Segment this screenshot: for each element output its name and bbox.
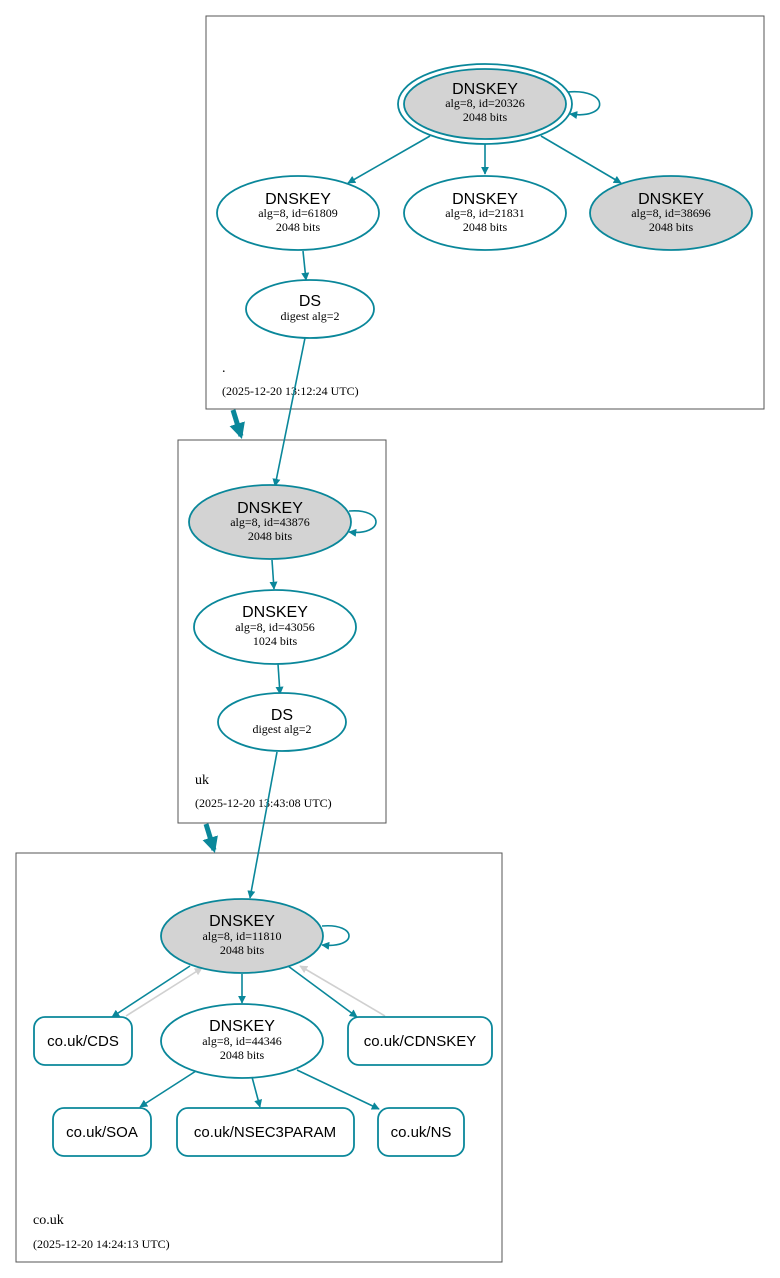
edge-cdnskey-to-ksk-grey — [299, 965, 386, 1017]
node-title: DNSKEY — [638, 191, 704, 208]
edge-uk-zsk-ds — [275, 663, 284, 695]
node-alg-id: alg=8, id=44346 — [202, 1034, 282, 1048]
node-alg-id: alg=8, id=43876 — [230, 515, 310, 529]
zone-root: . (2025-12-20 13:12:24 UTC) — [205, 15, 765, 410]
dnskey-node-root-21831[interactable]: DNSKEY alg=8, id=21831 2048 bits — [403, 175, 567, 251]
zone-uk: uk (2025-12-20 13:43:08 UTC) — [177, 439, 387, 824]
node-title: DS — [271, 707, 293, 724]
edge-root-ksk-zsk3 — [540, 135, 622, 184]
rrset-label: co.uk/CDS — [47, 1033, 119, 1050]
ds-node-root[interactable]: DS digest alg=2 — [245, 279, 375, 339]
edge-uk-ksk-zsk — [269, 559, 278, 590]
node-bits: 2048 bits — [649, 220, 694, 234]
rrset-label: co.uk/NS — [391, 1124, 452, 1141]
node-bits: 2048 bits — [463, 110, 508, 124]
zone-root-timestamp: (2025-12-20 13:12:24 UTC) — [222, 384, 359, 398]
edge-cds-to-ksk-grey — [125, 967, 203, 1017]
node-alg-id: alg=8, id=21831 — [445, 206, 525, 220]
edge-couk-ksk-self — [321, 925, 350, 950]
node-digest: digest alg=2 — [252, 722, 311, 736]
node-digest: digest alg=2 — [280, 309, 339, 323]
zone-uk-timestamp: (2025-12-20 13:43:08 UTC) — [195, 796, 332, 810]
zone-root-box — [205, 15, 765, 410]
node-alg-id: alg=8, id=38696 — [631, 206, 711, 220]
node-title: DNSKEY — [452, 191, 518, 208]
dnskey-node-root-38696[interactable]: DNSKEY alg=8, id=38696 2048 bits — [589, 175, 753, 251]
node-bits: 2048 bits — [220, 1048, 265, 1062]
rrset-node-ns[interactable]: co.uk/NS — [377, 1107, 465, 1157]
edge-root-zsk1-ds — [301, 250, 310, 281]
node-alg-id: alg=8, id=61809 — [258, 206, 338, 220]
rrset-label: co.uk/SOA — [66, 1124, 138, 1141]
node-alg-id: alg=8, id=11810 — [202, 929, 281, 943]
node-bits: 2048 bits — [463, 220, 508, 234]
rrset-node-soa[interactable]: co.uk/SOA — [52, 1107, 152, 1157]
dnskey-node-couk-11810[interactable]: DNSKEY alg=8, id=11810 2048 bits — [160, 898, 324, 974]
dnskey-node-uk-43876[interactable]: DNSKEY alg=8, id=43876 2048 bits — [188, 484, 352, 560]
dnskey-node-root-61809[interactable]: DNSKEY alg=8, id=61809 2048 bits — [216, 175, 380, 251]
node-title: DNSKEY — [242, 604, 308, 621]
edge-couk-ksk-cdnskey — [287, 965, 358, 1018]
edge-root-ksk-self — [566, 90, 601, 120]
delegation-arrow-root-uk — [229, 409, 245, 440]
node-alg-id: alg=8, id=43056 — [235, 620, 315, 634]
rrset-node-cdnskey[interactable]: co.uk/CDNSKEY — [347, 1016, 493, 1066]
rrset-label: co.uk/CDNSKEY — [364, 1033, 477, 1050]
zone-couk-name: co.uk — [33, 1213, 64, 1228]
node-title: DS — [299, 293, 321, 310]
node-title: DNSKEY — [209, 913, 275, 930]
edge-root-ds-uk-ksk — [272, 337, 306, 487]
zone-couk-timestamp: (2025-12-20 14:24:13 UTC) — [33, 1237, 170, 1251]
node-bits: 2048 bits — [220, 943, 265, 957]
node-title: DNSKEY — [265, 191, 331, 208]
node-bits: 2048 bits — [248, 529, 293, 543]
zone-uk-box — [177, 439, 387, 824]
delegation-arrow-uk-couk — [202, 823, 218, 854]
edge-couk-zsk-nsec3param — [251, 1076, 263, 1108]
node-title: DNSKEY — [452, 81, 518, 98]
rrset-label: co.uk/NSEC3PARAM — [194, 1124, 336, 1141]
rrset-node-cds[interactable]: co.uk/CDS — [33, 1016, 133, 1066]
edge-couk-ksk-cds — [111, 965, 191, 1018]
node-title: DNSKEY — [237, 500, 303, 517]
dnskey-node-uk-43056[interactable]: DNSKEY alg=8, id=43056 1024 bits — [193, 589, 357, 665]
dnskey-node-couk-44346[interactable]: DNSKEY alg=8, id=44346 2048 bits — [160, 1003, 324, 1079]
edge-couk-zsk-ns — [296, 1069, 380, 1110]
node-bits: 1024 bits — [253, 634, 298, 648]
node-bits: 2048 bits — [276, 220, 321, 234]
zone-root-name: . — [222, 361, 226, 376]
edge-uk-ksk-self — [348, 510, 377, 537]
edge-couk-zsk-soa — [139, 1070, 197, 1108]
edge-root-ksk-zsk1 — [347, 135, 431, 184]
zone-uk-name: uk — [195, 773, 209, 788]
edge-uk-ds-couk-ksk — [247, 751, 278, 899]
node-alg-id: alg=8, id=20326 — [445, 96, 525, 110]
node-title: DNSKEY — [209, 1018, 275, 1035]
dnskey-node-root-20326[interactable]: DNSKEY alg=8, id=20326 2048 bits — [397, 63, 573, 145]
ds-node-uk[interactable]: DS digest alg=2 — [217, 692, 347, 752]
rrset-node-nsec3param[interactable]: co.uk/NSEC3PARAM — [176, 1107, 355, 1157]
